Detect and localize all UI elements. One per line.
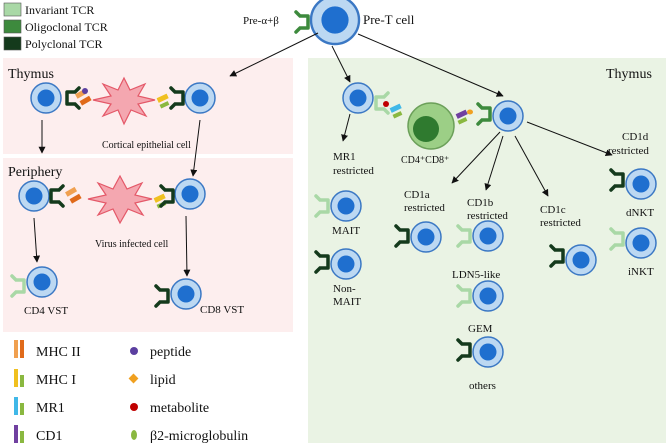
mhc-i-cortical-icon [156,93,170,109]
cd1-thymocyte [492,100,524,132]
cd4-thymocyte [30,82,62,114]
legend-invariant-tcr: Invariant TCR [25,3,94,17]
cd8-vst-cell [170,278,202,310]
cd1c-cell [565,244,597,276]
legend-mhc-i: MHC I [36,373,76,388]
cd1a-line2: restricted [404,202,445,214]
virus-label: Virus infected cell [95,239,168,250]
legend-polyclonal-tcr: Polyclonal TCR [25,37,102,51]
non-mait-line2: MAIT [333,296,361,308]
polyclonal-tcr-swatch [3,36,22,51]
legend-b2m: β2-microglobulin [150,429,248,444]
cortical-epithelial-cell [92,76,156,126]
cd1c-line2: restricted [540,217,581,229]
metabolite-icon [383,101,389,107]
non-mait-line1: Non- [333,283,356,295]
pre-tcr-label: Pre-α+β [243,15,279,27]
peptide-cortical-icon [82,88,88,94]
periphery-panel [3,158,293,332]
mr1-restricted-line1: MR1 [333,151,356,163]
oligoclonal-tcr-swatch [3,19,22,34]
lipid-dp-icon [467,109,473,115]
legend-oligoclonal-tcr: Oligoclonal TCR [25,20,108,34]
others-cell [472,336,504,368]
cd1-dp-icon [455,109,468,125]
others-label: others [469,380,496,392]
arrow-mr1-restricted [341,113,351,142]
dnkt-cell [625,168,657,200]
inkt-label: iNKT [628,266,654,278]
arrow-to-mr1 [331,45,351,83]
legend-peptide: peptide [150,345,191,360]
legend-tcr: Invariant TCR Oligoclonal TCR Polyclonal… [3,2,108,51]
dp-thymocyte-nucleus [413,116,439,142]
lipid-icon [128,373,139,384]
mait-cell [330,190,362,222]
b2m-icon [131,430,137,440]
legend-mr1: MR1 [36,401,65,416]
virus-infected-cell [87,174,153,225]
periphery-cd4-cell [18,180,50,212]
cd8-thymocyte [184,82,216,114]
cortical-label: Cortical epithelial cell [102,140,191,151]
left-thymus-label: Thymus [8,67,54,82]
arrow-cd1d [526,121,613,156]
cd1b-line1: CD1b [467,197,494,209]
arrow-to-left-thymus [229,32,319,77]
ldn5-cell [472,220,504,252]
non-mait-cell [330,248,362,280]
legend-lipid: lipid [150,373,176,388]
cd4-vst-cell [26,266,58,298]
legend-metabolite: metabolite [150,401,209,416]
ldn5-label: LDN5-like [452,269,500,281]
mr1-restricted-line2: restricted [333,165,374,177]
arrow-cd1a [451,131,501,184]
cd1b-line2: restricted [467,210,508,222]
peptide-icon [130,347,138,355]
mr1-thymocyte [342,82,374,114]
mhc-ii-icon [14,340,24,358]
arrow-cd8-down [190,119,201,177]
cd1a-line1: CD1a [404,189,430,201]
mhc-i-icon [14,369,24,387]
mr1-dp-icon [389,103,403,119]
arrow-cd1c [514,135,549,197]
legend-mhc-ii: MHC II [36,345,81,360]
pre-t-cell-label: Pre-T cell [363,12,415,27]
legend-molecules: MHC II MHC I MR1 CD1 [14,340,81,444]
dnkt-label: dNKT [626,207,654,219]
pre-t-cell [309,0,361,46]
arrow-cd1b [484,135,504,191]
arrow-cd4-vst [33,217,41,263]
cd1d-line1: CD1d [622,131,649,143]
mr1-icon [14,397,24,415]
cd4-vst-label: CD4 VST [24,305,68,317]
inkt-cell [625,227,657,259]
dp-label: CD4⁺CD8⁺ [401,155,449,166]
mhc-ii-virus-icon [65,186,82,204]
pre-tcr-icon [294,10,310,34]
cd8-vst-label: CD8 VST [200,304,244,316]
cd1d-line2: restricted [608,145,649,157]
legend-cd1: CD1 [36,429,62,444]
right-thymus-label: Thymus [606,67,652,82]
mait-label: MAIT [332,225,360,237]
arrow-cd8-vst [183,215,191,277]
cd1c-line1: CD1c [540,204,566,216]
metabolite-legend-icon [130,403,138,411]
gem-label: GEM [468,323,493,335]
gem-cell [472,280,504,312]
arrow-to-cd1 [357,33,504,97]
periphery-cd8-cell [174,178,206,210]
cd1a-cell [410,221,442,253]
invariant-tcr-swatch [3,2,22,17]
cd1-icon [14,425,24,443]
legend-antigens: peptide lipid metabolite β2-microglobuli… [128,345,248,444]
periphery-label: Periphery [8,165,62,180]
